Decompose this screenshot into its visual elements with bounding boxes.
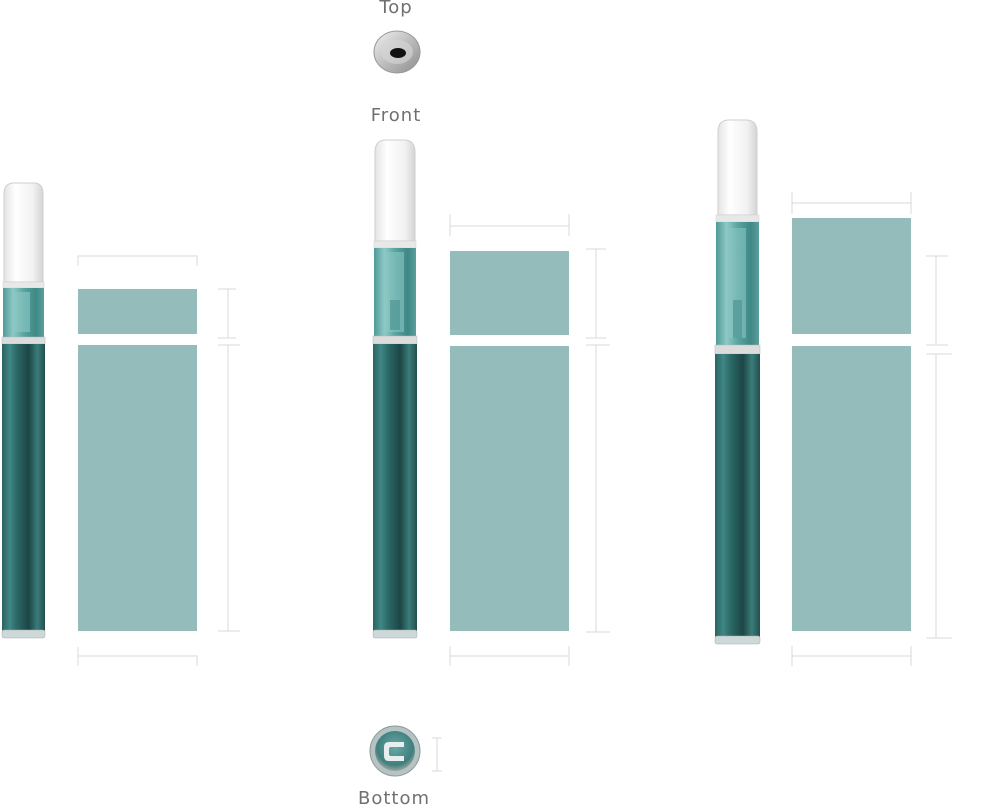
battery: [715, 354, 760, 638]
mouthpiece: [374, 139, 416, 242]
top-view-label: Top: [379, 0, 413, 18]
tank-panel: [450, 251, 569, 335]
device-right: [714, 119, 952, 666]
bottom-view-label: Bottom: [357, 788, 431, 809]
battery-panel: [450, 346, 569, 631]
battery: [373, 344, 417, 634]
c-logo-bottom-cap-icon: [369, 725, 442, 777]
device-center: [372, 139, 610, 666]
tank-panel: [792, 218, 911, 334]
device-left: [1, 182, 240, 666]
battery: [2, 344, 45, 634]
tank-panel: [78, 289, 197, 334]
battery-panel: [78, 345, 197, 631]
mouthpiece-top-icon: [373, 30, 421, 74]
front-view-label: Front: [370, 105, 422, 126]
battery-panel: [792, 346, 911, 631]
mouthpiece: [3, 182, 44, 283]
mouthpiece: [717, 119, 758, 216]
